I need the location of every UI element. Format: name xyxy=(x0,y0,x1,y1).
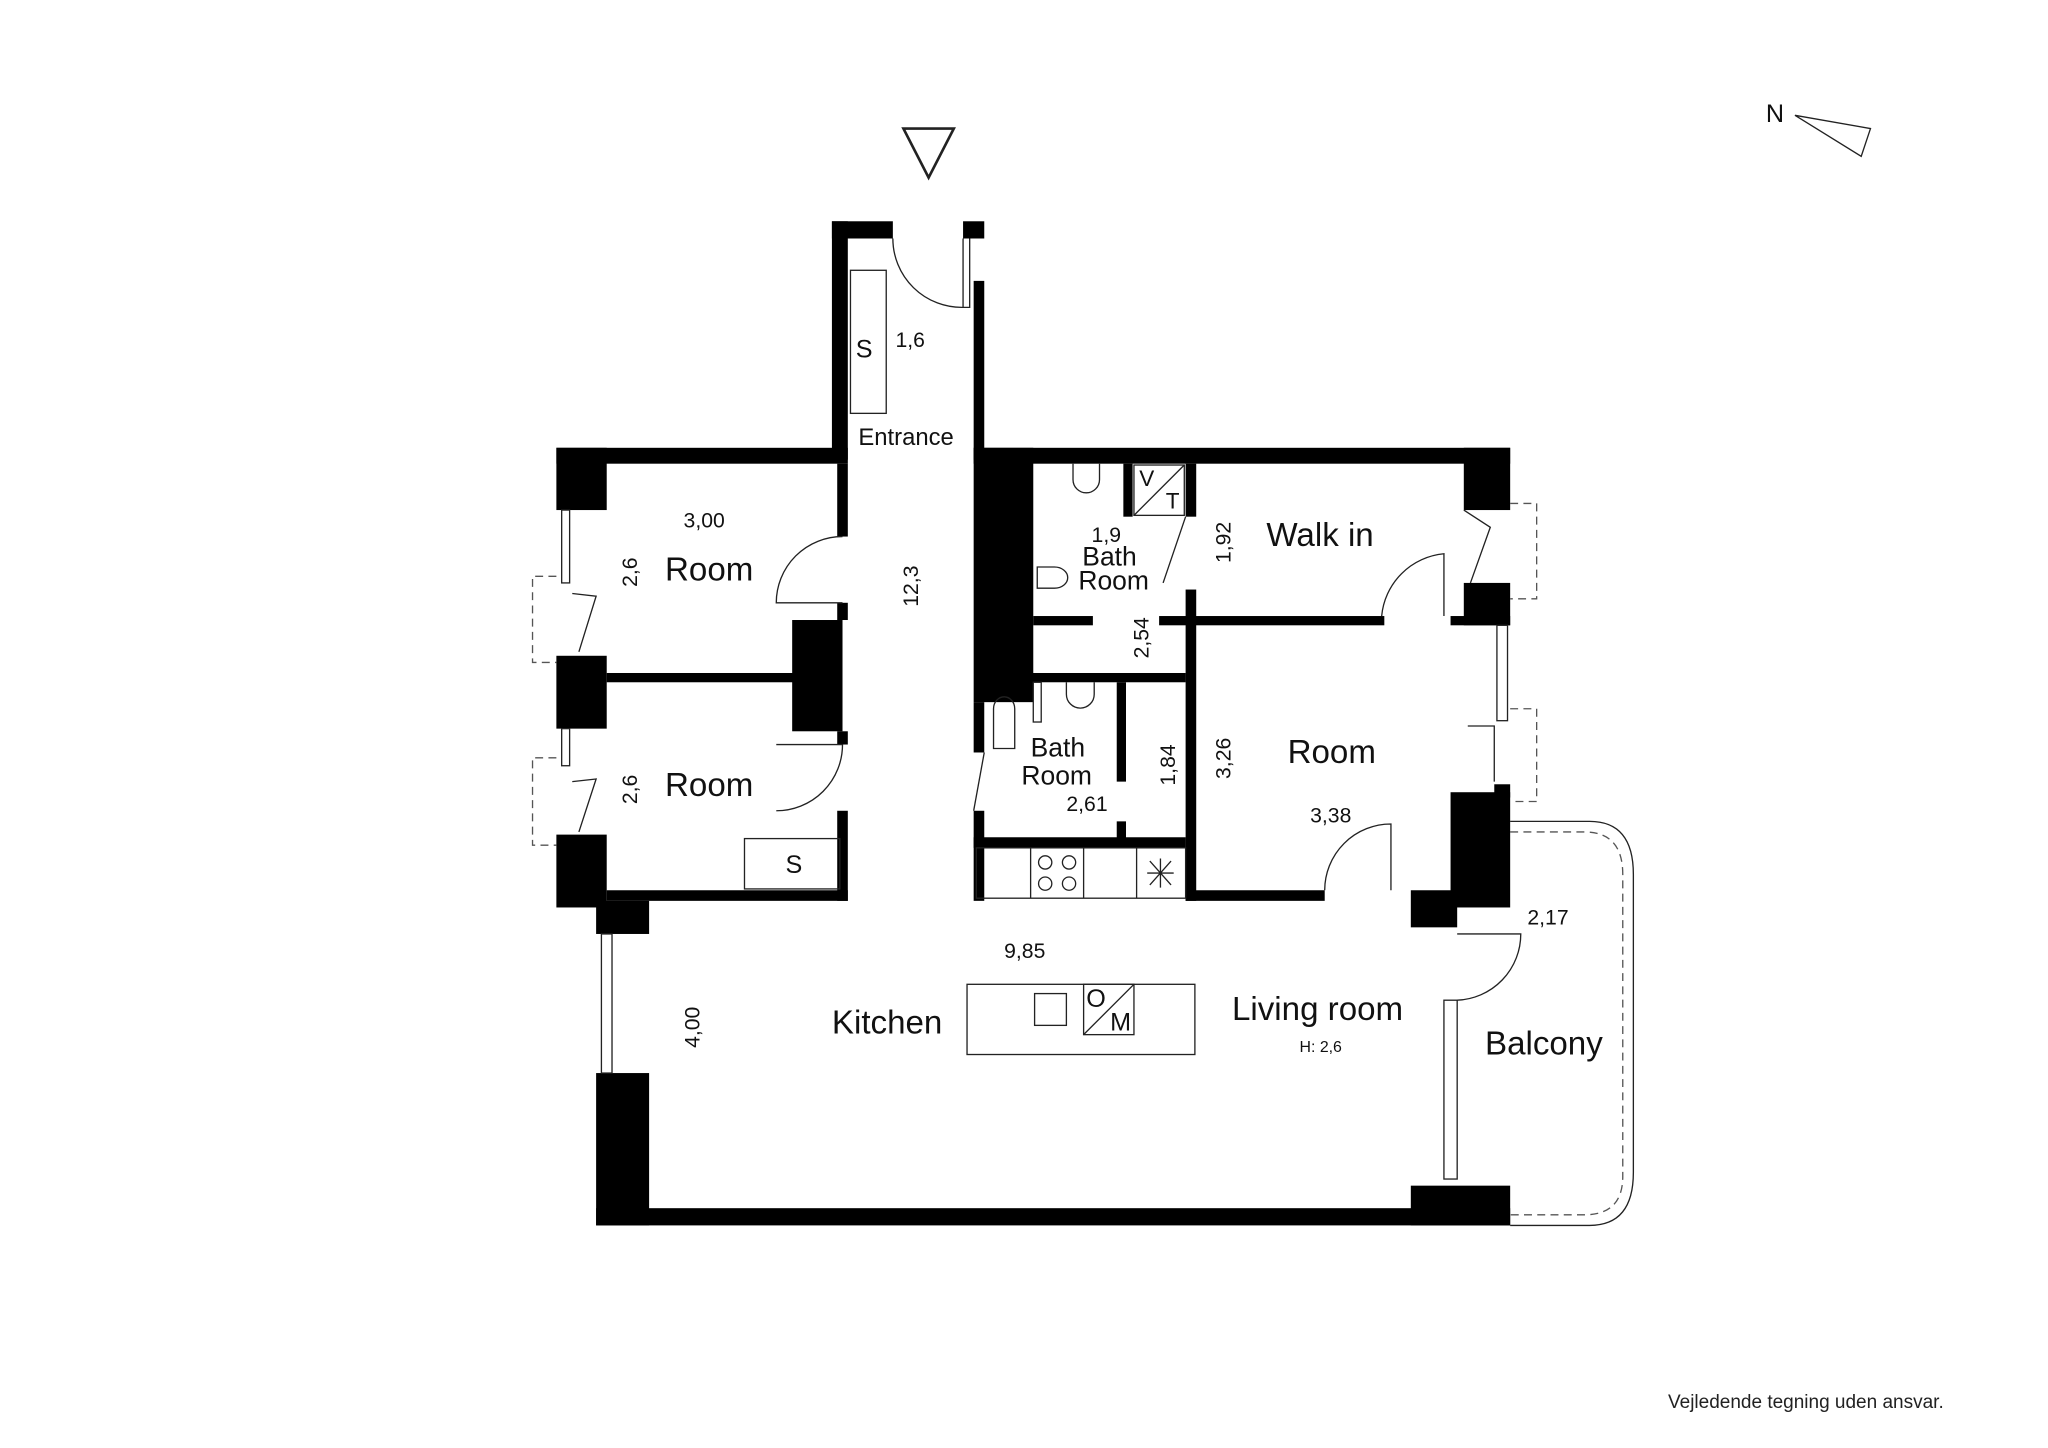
bath2-width: 2,61 xyxy=(1066,793,1107,816)
balcony-width: 2,17 xyxy=(1527,907,1568,930)
entrance-arrow-icon xyxy=(901,127,956,181)
room-top-left-depth: 2,6 xyxy=(619,557,642,586)
entrance-area-dim: 12,3 xyxy=(900,566,923,607)
room-right-label: Room xyxy=(1288,734,1376,771)
disclaimer-text: Vejledende tegning uden ansvar. xyxy=(1668,1392,1944,1413)
balcony-label: Balcony xyxy=(1485,1026,1603,1063)
room-right-depth: 3,26 xyxy=(1213,738,1236,779)
bath1-label-line2: Room xyxy=(1078,566,1149,596)
kitchen-depth: 4,00 xyxy=(681,1007,704,1048)
bath2-depth: 1,84 xyxy=(1157,744,1180,785)
room-top-left-label: Room xyxy=(665,551,753,588)
bath2-label-line2: Room xyxy=(1021,760,1092,790)
bath2-label-line1: Bath xyxy=(1031,732,1085,762)
bath1-appliance-t: T xyxy=(1166,489,1180,514)
entrance-storage-label: S xyxy=(856,336,873,364)
walls xyxy=(556,221,1511,1226)
windows-and-doors xyxy=(531,238,1538,1180)
bath1-label-line1: Bath xyxy=(1082,542,1136,572)
room-bottom-left-label: Room xyxy=(665,767,753,804)
walk-in-depth: 1,92 xyxy=(1213,522,1236,563)
north-compass-icon: N xyxy=(1766,100,1872,158)
bath1-depth: 2,54 xyxy=(1131,617,1154,658)
room-bottom-left-depth: 2,6 xyxy=(619,775,642,804)
fixtures xyxy=(743,269,1196,1056)
room-right-width: 3,38 xyxy=(1310,805,1351,828)
walk-in-label: Walk in xyxy=(1266,517,1373,554)
bath1-width: 1,9 xyxy=(1092,524,1121,547)
room-bottom-left-storage: S xyxy=(786,851,803,879)
bath1-appliance-v: V xyxy=(1139,466,1154,491)
living-room-label: Living room xyxy=(1232,991,1403,1028)
kitchen-label: Kitchen xyxy=(832,1004,942,1041)
kitchen-appliance-m: M xyxy=(1110,1009,1131,1037)
living-room-height: H: 2,6 xyxy=(1300,1039,1343,1056)
entrance-closet-dim: 1,6 xyxy=(896,329,925,352)
kitchen-width: 9,85 xyxy=(1004,940,1045,963)
entrance-label: Entrance xyxy=(858,424,953,451)
balcony-outline xyxy=(1510,831,1624,1216)
room-top-left-width: 3,00 xyxy=(684,509,725,532)
compass-label: N xyxy=(1766,100,1784,128)
kitchen-appliance-o: O xyxy=(1086,985,1106,1013)
